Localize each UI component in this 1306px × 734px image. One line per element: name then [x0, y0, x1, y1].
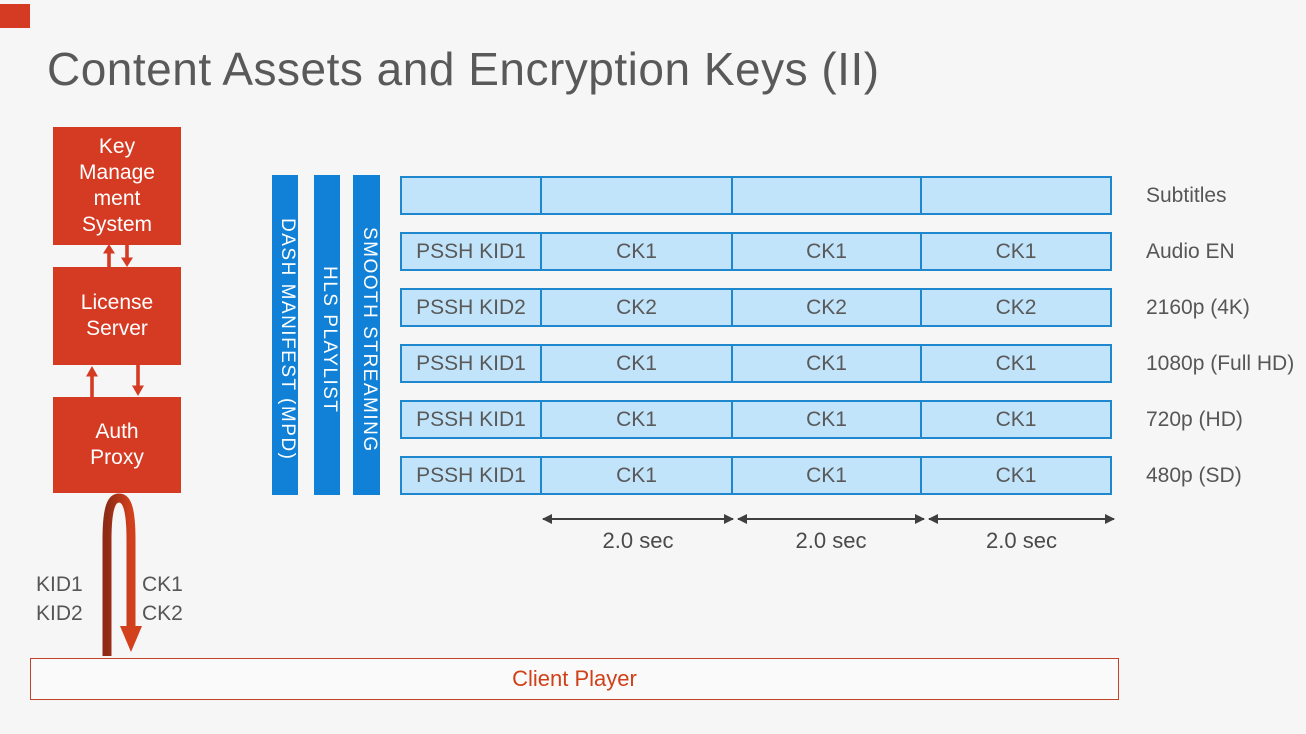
- grid-cell: CK1: [920, 400, 1112, 439]
- grid-cell: [400, 176, 542, 215]
- ck-labels: CK1 CK2: [142, 573, 183, 625]
- grid-cell: CK1: [540, 456, 733, 495]
- row-label: 2160p (4K): [1146, 296, 1250, 319]
- hls-playlist-bar: HLS PLAYLIST: [314, 175, 340, 495]
- grid-cell: [920, 176, 1112, 215]
- key-exchange-loop-arrow-icon: [102, 493, 142, 656]
- row-label: 480p (SD): [1146, 464, 1242, 487]
- up-arrow-icon: [103, 244, 115, 267]
- segment-duration-arrow-icon: [928, 514, 1115, 524]
- down-arrow-icon: [121, 244, 133, 267]
- segment-duration-arrow-icon: [737, 514, 925, 524]
- smooth-streaming-bar: SMOOTH STREAMING: [353, 175, 380, 495]
- grid-cell: CK1: [920, 344, 1112, 383]
- grid-cell: CK1: [731, 456, 922, 495]
- grid-cell: CK1: [731, 344, 922, 383]
- accent-square: [0, 4, 30, 28]
- row-label: 1080p (Full HD): [1146, 352, 1295, 375]
- key-management-system-label: Key Manage ment System: [79, 135, 155, 236]
- row-label: Subtitles: [1146, 184, 1227, 207]
- segment-duration-label: 2.0 sec: [602, 528, 674, 553]
- segment-duration-label: 2.0 sec: [986, 528, 1057, 553]
- grid-cell: CK2: [731, 288, 922, 327]
- client-player-label: Client Player: [512, 666, 637, 691]
- auth-proxy-box: Auth Proxy: [53, 397, 181, 493]
- kms-license-arrows: [103, 244, 133, 267]
- up-arrow-icon: [86, 366, 98, 397]
- grid-cell: CK1: [731, 232, 922, 271]
- auth-proxy-label: Auth Proxy: [90, 420, 144, 469]
- segment-duration-arrow-icon: [542, 514, 734, 524]
- client-player-box: Client Player: [30, 658, 1119, 700]
- license-server-box: License Server: [53, 267, 181, 365]
- grid-cell: CK1: [540, 232, 733, 271]
- grid-cell: [731, 176, 922, 215]
- license-auth-arrows: [86, 364, 144, 397]
- kid-labels: KID1 KID2: [36, 573, 83, 625]
- dash-manifest-bar: DASH MANIFEST (MPD): [272, 175, 298, 495]
- key-management-system-box: Key Manage ment System: [53, 127, 181, 245]
- grid-cell: CK1: [920, 232, 1112, 271]
- grid-cell: CK2: [920, 288, 1112, 327]
- grid-cell: PSSH KID1: [400, 232, 542, 271]
- down-arrow-icon: [132, 364, 144, 396]
- grid-cell: [540, 176, 733, 215]
- grid-cell: CK1: [540, 344, 733, 383]
- row-label: Audio EN: [1146, 240, 1235, 263]
- grid-cell: PSSH KID2: [400, 288, 542, 327]
- row-label: 720p (HD): [1146, 408, 1243, 431]
- asset-row: [400, 176, 1112, 215]
- slide-title: Content Assets and Encryption Keys (II): [47, 43, 880, 95]
- grid-cell: CK2: [540, 288, 733, 327]
- license-server-label: License Server: [80, 291, 154, 340]
- grid-cell: CK1: [920, 456, 1112, 495]
- segment-duration-label: 2.0 sec: [795, 528, 867, 553]
- grid-cell: CK1: [731, 400, 922, 439]
- grid-cell: CK1: [540, 400, 733, 439]
- grid-cell: PSSH KID1: [400, 344, 542, 383]
- grid-cell: PSSH KID1: [400, 456, 542, 495]
- grid-cell: PSSH KID1: [400, 400, 542, 439]
